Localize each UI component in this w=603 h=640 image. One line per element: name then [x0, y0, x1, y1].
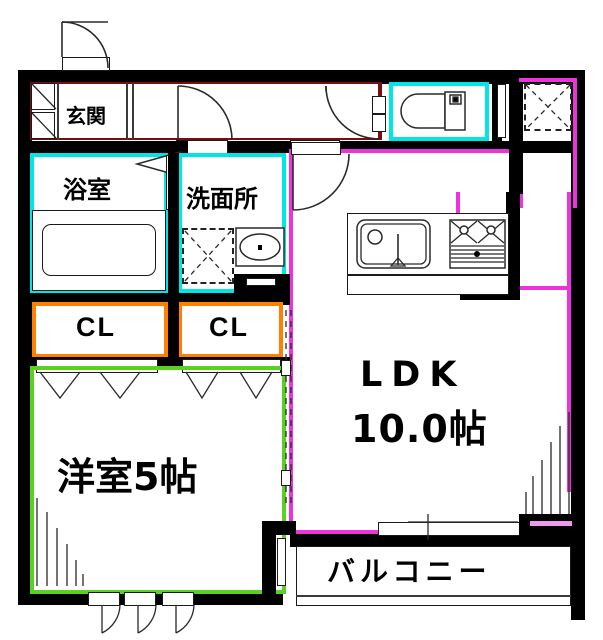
bedroom-window-curtain-icon — [36, 498, 84, 586]
bedroom-label: 洋室5帖 — [57, 455, 198, 499]
closet-left-fold-icon — [39, 371, 141, 400]
wall-corridor-bottom-2 — [228, 141, 291, 153]
balcony-wall-slot — [277, 538, 286, 586]
bedroom-door-jamb-bottom — [281, 470, 291, 486]
shoe-cabinet-diagonals — [31, 83, 57, 139]
balcony-wall-top — [290, 534, 585, 547]
entrance-door-panel[interactable] — [62, 57, 110, 71]
bedroom-shutter-2[interactable] — [124, 592, 156, 606]
closet-right-outline — [178, 302, 283, 358]
wall-corridor-bottom — [18, 141, 188, 153]
ldk-area-label: 10.0帖 — [351, 407, 488, 451]
wall-between-closets — [168, 298, 179, 361]
corridor-door-swing-2-icon — [325, 85, 380, 140]
corridor-door-swing-1-icon — [177, 85, 233, 141]
bedroom-door-jamb-top — [281, 360, 291, 376]
washing-machine-cross-icon — [184, 230, 232, 282]
toilet-room-outline — [389, 82, 489, 141]
ldk-outline-right-edge — [567, 192, 571, 492]
bedroom-shutter-3[interactable] — [162, 592, 194, 606]
toilet-wall-slot — [497, 84, 506, 138]
bedroom-shutter-1[interactable] — [88, 592, 120, 606]
closet-left-label: CL — [76, 312, 116, 342]
genkan-divider-1 — [126, 83, 128, 140]
balcony-rail-line — [296, 595, 571, 597]
washroom-label: 洗面所 — [186, 185, 258, 213]
ldk-door-swing-icon — [292, 153, 350, 211]
wall-bath-washroom — [168, 153, 179, 293]
entrance-label: 玄関 — [66, 104, 106, 128]
outer-wall-left — [18, 70, 32, 605]
gas-stove-icon — [449, 219, 506, 269]
genkan-step-line — [57, 83, 59, 140]
corridor-door-jamb-2b — [372, 114, 386, 132]
overhead-storage-icon — [524, 83, 572, 131]
kitchen-counter-front — [347, 275, 509, 295]
washing-machine-icon — [182, 228, 234, 284]
ldk-outline-left-edge — [289, 149, 293, 534]
closet-left-outline — [32, 302, 168, 358]
ldk-top-right-wall — [509, 82, 523, 194]
ldk-outline-upper-left — [289, 149, 521, 153]
bedroom-shutter-swing-2-icon — [137, 604, 157, 634]
sink-basin-icon — [235, 227, 285, 267]
wall-bedroom-balcony-v — [262, 521, 276, 605]
washroom-outline — [178, 153, 286, 293]
bathroom-label: 浴室 — [63, 176, 111, 204]
toilet-icon — [400, 91, 466, 131]
wall-bedroom-balcony-h — [262, 521, 296, 535]
entrance-door-arc — [62, 21, 108, 23]
ldk-notch-wall-right — [506, 192, 520, 290]
overhead-storage-cross-icon — [525, 84, 571, 130]
bedroom-shutter-swing-3-icon — [175, 604, 195, 634]
ldk-balcony-door-lines-icon — [408, 514, 518, 540]
ldk-bottom-right-accent — [530, 521, 572, 526]
closet-right-fold-icon — [185, 371, 273, 400]
kitchen-sink-icon — [356, 219, 431, 269]
corridor-door-jamb-2 — [372, 96, 386, 114]
bathtub-icon — [42, 224, 156, 276]
ldk-door-panel[interactable] — [291, 142, 341, 155]
closet-right-label: CL — [209, 312, 249, 342]
ldk-label: LDK — [360, 355, 466, 395]
ldk-window-curtain-icon — [525, 412, 570, 518]
shoe-cabinet-icon — [31, 83, 55, 110]
bedroom-shutter-swing-1-icon — [101, 604, 121, 634]
outer-wall-top — [18, 70, 585, 84]
genkan-divider-2 — [132, 83, 134, 140]
balcony-label: バルコニー — [327, 555, 492, 588]
washroom-counter-edge — [246, 278, 276, 286]
